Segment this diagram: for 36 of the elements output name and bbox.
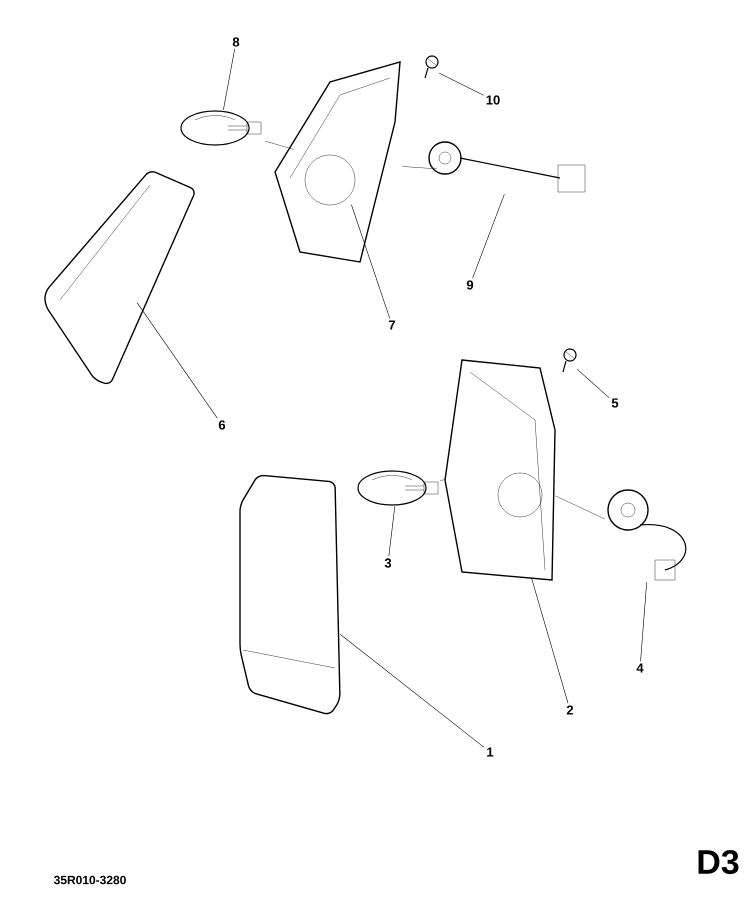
callout-number: 4: [636, 664, 644, 672]
lens-drawing: [44, 171, 195, 384]
page-code: D3: [698, 850, 738, 874]
leader-line: [640, 582, 647, 662]
lamp-housing-drawing: [274, 61, 401, 263]
callout-number: 7: [388, 320, 396, 330]
callout-number: 1: [487, 748, 494, 756]
bulb-drawing: [357, 470, 438, 506]
leader-line: [351, 204, 390, 319]
socket-drawing: [607, 489, 686, 580]
leader-line: [136, 302, 218, 418]
callout-number: 5: [612, 398, 618, 408]
assembly-line: [440, 479, 445, 481]
leader-line: [576, 369, 610, 398]
leader-line: [340, 634, 484, 748]
lens-drawing: [239, 474, 341, 714]
lamp-housing-drawing: [444, 359, 556, 581]
screw-drawing: [562, 348, 577, 372]
part-code: 35R010-3280: [54, 876, 126, 884]
callout-number: 9: [466, 280, 474, 290]
leader-line: [223, 48, 236, 110]
callout-number: 8: [232, 37, 240, 47]
callout-number: 2: [566, 705, 574, 715]
assembly-line: [402, 166, 437, 170]
bulb-drawing: [180, 110, 262, 146]
screw-drawing: [424, 55, 439, 78]
leader-line: [388, 506, 396, 556]
callout-number: 10: [486, 95, 500, 105]
callout-number: 6: [218, 420, 226, 430]
leader-line: [438, 72, 484, 96]
leader-line: [531, 577, 568, 704]
leader-line: [472, 194, 505, 278]
assembly-line: [265, 140, 294, 150]
assembly-line: [555, 496, 605, 520]
socket-drawing: [428, 141, 586, 192]
callout-number: 3: [384, 558, 392, 568]
